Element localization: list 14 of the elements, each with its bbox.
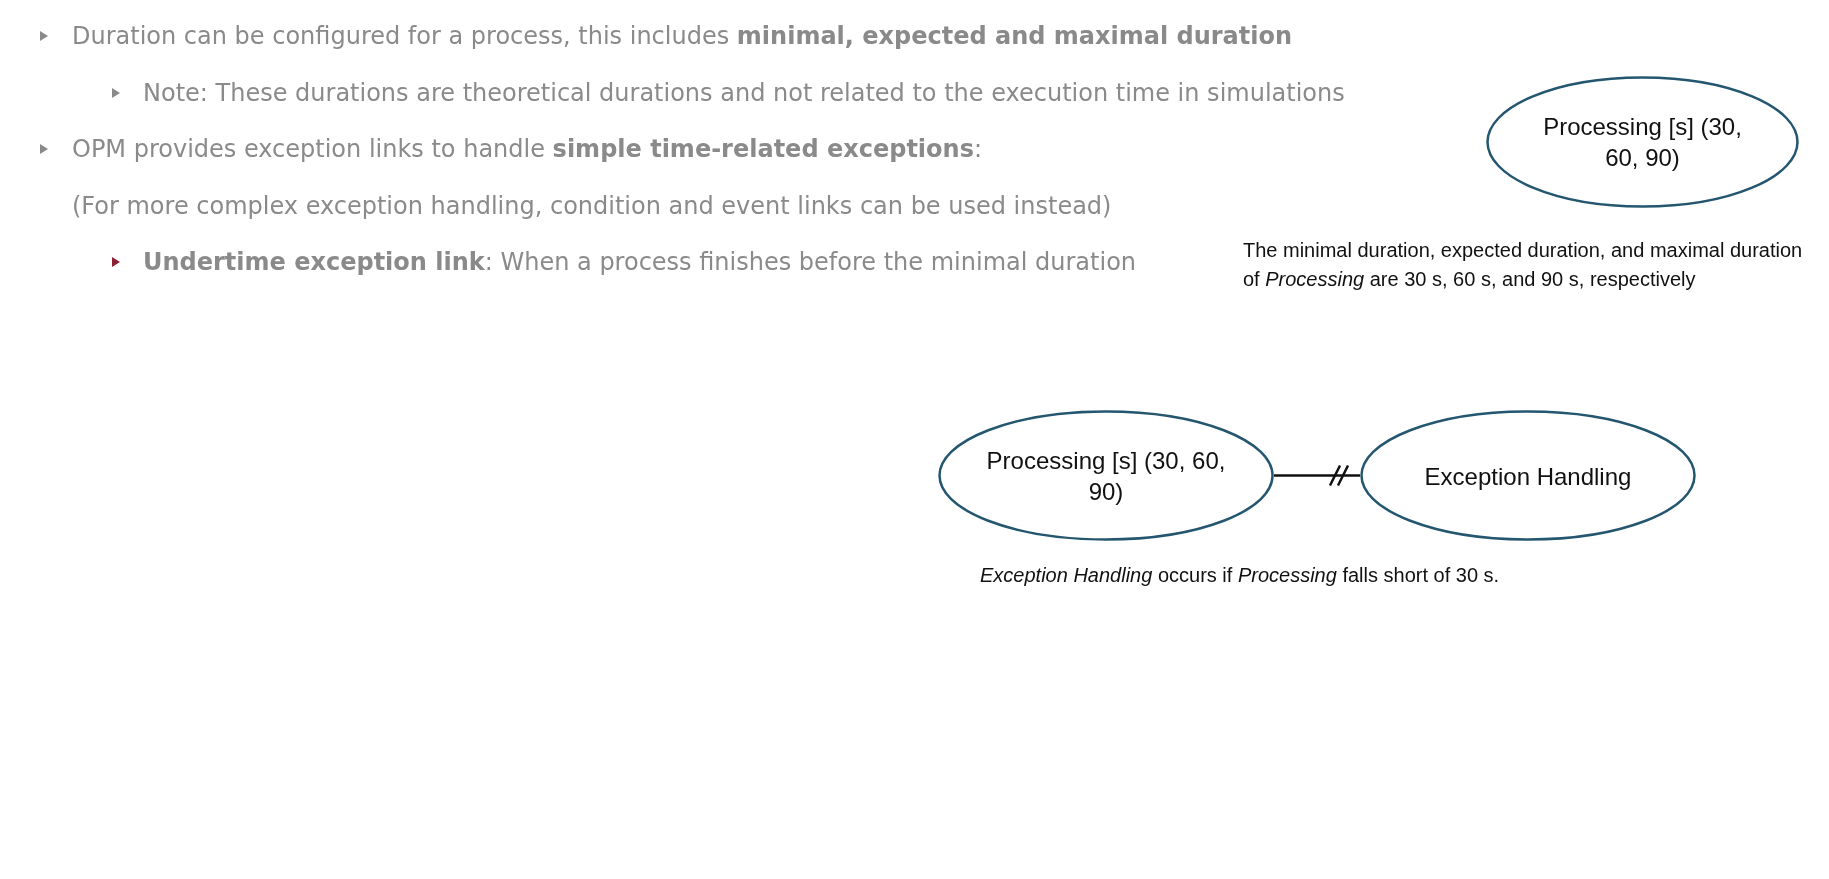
process-ellipse	[1486, 76, 1799, 208]
process-ellipse	[1360, 410, 1696, 541]
node-label: Processing [s] (30, 60, 90)	[985, 445, 1227, 507]
diagram-caption: Exception Handling occurs if Processing falls short of 30 s.	[980, 563, 1500, 588]
node-label: Processing [s] (30, 60, 90)	[1542, 112, 1743, 173]
node-description: The minimal duration, expected duration, and maximal duration of Processing are 30 s, 60 s, and 90 s, respectively	[1243, 238, 1803, 292]
bullet-text: Note: These durations are theoretical durations and not related to the execution time in simulations	[143, 78, 1345, 108]
bullet-text: OPM provides exception links to handle simple time-related exceptions:	[72, 134, 983, 164]
process-ellipse	[938, 410, 1274, 541]
bullet-text: (For more complex exception handling, condition and event links can be used instead)	[72, 191, 1112, 221]
bullet-text: Undertime exception link: When a process finishes before the minimal duration	[143, 247, 1137, 277]
exception-link	[1274, 464, 1360, 487]
bullet-text: Duration can be configured for a process, this includes minimal, expected and maximal duration	[72, 21, 1293, 51]
node-label: Exception Handling	[1423, 461, 1633, 491]
